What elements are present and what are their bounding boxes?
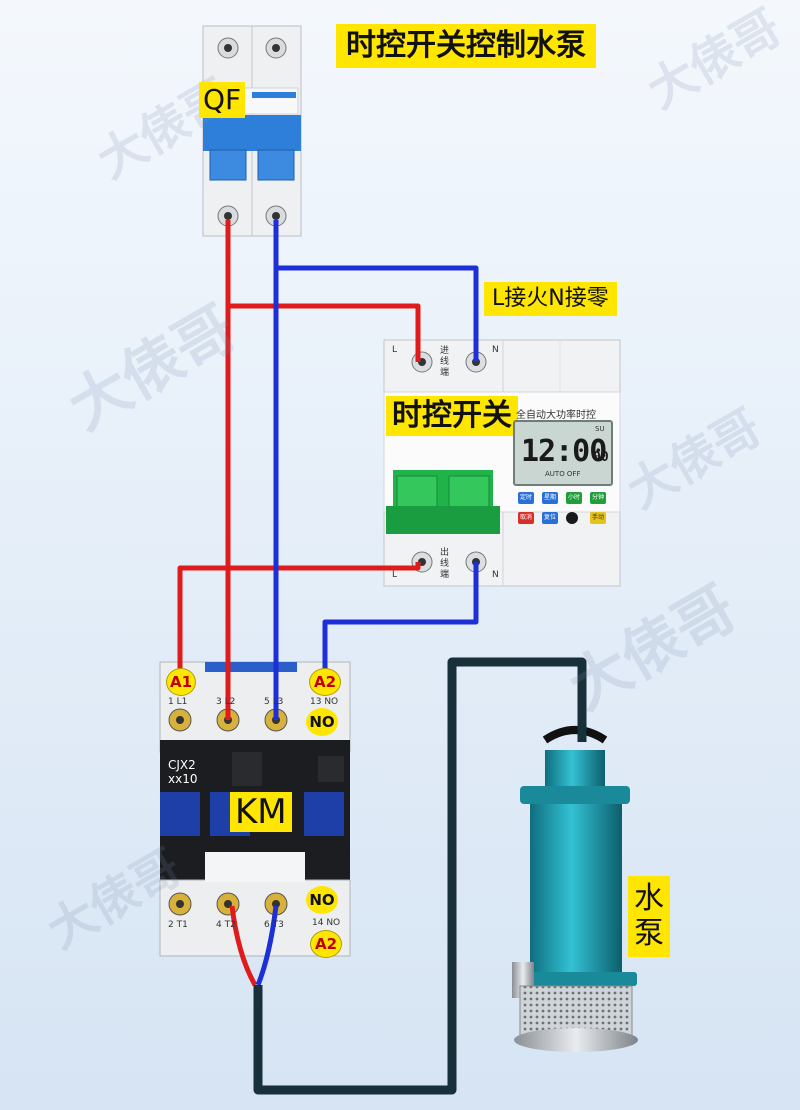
neutral-wires: [255, 220, 479, 986]
model-line2: xx10: [168, 772, 198, 786]
timer-in-n: N: [492, 345, 499, 355]
water-pump: [512, 726, 638, 1052]
pump-hose: [253, 657, 587, 1095]
timer-button[interactable]: 星期: [542, 492, 558, 504]
timer-out-l: L: [392, 570, 398, 580]
coil-a1-tag: A1: [166, 668, 196, 696]
lcd-time: 12:00: [521, 434, 607, 469]
top-terminal-label: 1 L1: [168, 697, 188, 707]
aux-no-bottom-tag: NO: [306, 886, 338, 914]
line-neutral-note: L接火N接零: [484, 282, 617, 316]
timer-out-label: 出线端: [440, 548, 450, 580]
timer-in-l: L: [392, 345, 398, 355]
timer-lcd-display: SU 12:00 00 AUTO OFF: [513, 420, 613, 486]
timer-button[interactable]: [566, 512, 578, 524]
timer-button[interactable]: 复位: [542, 512, 558, 524]
timer-in-label: 进线端: [440, 346, 450, 378]
contactor-model: CJX2 xx10: [168, 758, 197, 786]
lcd-seconds: 00: [593, 450, 609, 465]
live-wires: [177, 220, 421, 987]
timer-switch-label: 时控开关: [386, 396, 518, 436]
bottom-terminal-label: 4 T2: [216, 920, 236, 930]
timer-button[interactable]: 取消: [518, 512, 534, 524]
timer-button[interactable]: 定时: [518, 492, 534, 504]
bottom-terminal-label: 6 T3: [264, 920, 284, 930]
contactor-label: KM: [230, 792, 292, 832]
timer-header: 全自动大功率时控: [516, 410, 596, 421]
top-terminal-label: 13 NO: [310, 697, 339, 707]
lcd-mode: AUTO OFF: [545, 470, 581, 478]
breaker-label: QF: [199, 82, 246, 118]
contactor-km: [159, 661, 351, 957]
timer-button[interactable]: 手动: [590, 512, 606, 524]
timer-button[interactable]: 分钟: [590, 492, 606, 504]
lcd-day: SU: [595, 425, 605, 433]
coil-a2-bottom-tag: A2: [310, 930, 342, 958]
timer-button[interactable]: 小时: [566, 492, 582, 504]
bottom-terminal-label: 2 T1: [168, 920, 188, 930]
bottom-terminal-label: 14 NO: [312, 918, 341, 928]
pump-label: 水泵: [628, 876, 670, 957]
model-line1: CJX2: [168, 758, 196, 772]
diagram-title: 时控开关控制水泵: [336, 24, 596, 68]
top-terminal-label: 3 L2: [216, 697, 236, 707]
timer-out-n: N: [492, 570, 499, 580]
coil-a2-tag: A2: [309, 668, 341, 696]
top-terminal-label: 5 L3: [264, 697, 284, 707]
aux-no-top-tag: NO: [306, 708, 338, 736]
